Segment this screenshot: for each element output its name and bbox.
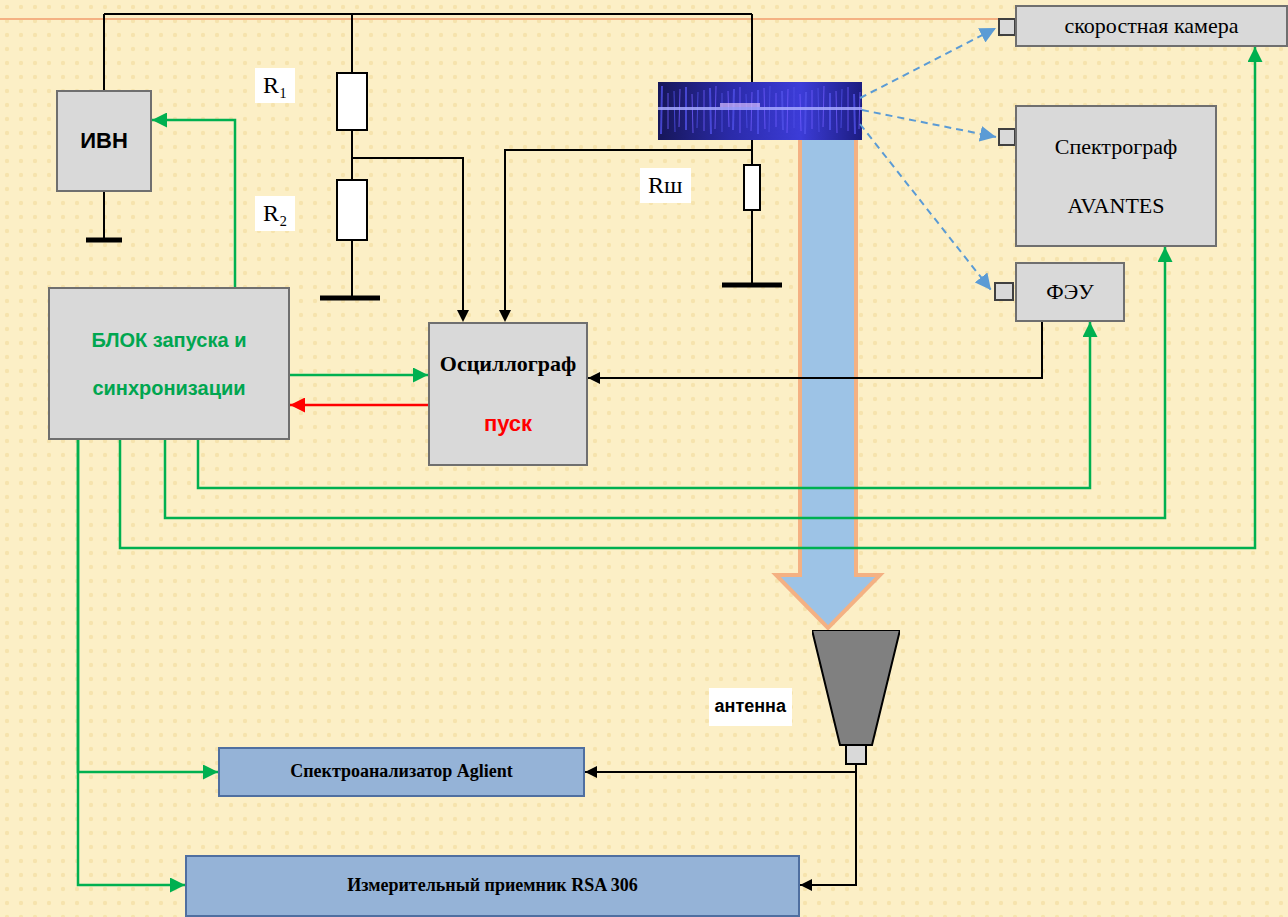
discharge-streak bbox=[722, 93, 723, 132]
discharge-channel bbox=[658, 107, 862, 110]
horn-shape bbox=[812, 630, 900, 745]
wire bbox=[351, 240, 353, 298]
arrowhead bbox=[499, 310, 511, 322]
wire bbox=[351, 130, 353, 180]
box-label: Спектрограф AVANTES bbox=[1036, 117, 1196, 236]
wire bbox=[751, 140, 753, 165]
sensor-input bbox=[999, 129, 1015, 145]
discharge-streak bbox=[823, 86, 824, 127]
probe-wire bbox=[505, 150, 752, 312]
discharge-streak bbox=[710, 88, 711, 134]
photomultiplier-box: ФЭУ bbox=[1015, 262, 1125, 322]
box-label: Спектроанализатор Aglient bbox=[290, 761, 513, 783]
discharge-streak bbox=[782, 91, 783, 130]
discharge-streak bbox=[674, 91, 675, 132]
box-label: Осциллограф bbox=[440, 351, 576, 377]
wire bbox=[103, 14, 105, 90]
spectrograph-box: Спектрограф AVANTES bbox=[1015, 105, 1217, 247]
resistor-symbol bbox=[337, 180, 367, 240]
resistor-label: R₁ bbox=[255, 68, 295, 103]
discharge-streak bbox=[787, 89, 788, 133]
ground-symbol bbox=[320, 296, 380, 301]
control-unit-box: БЛОК запуска и синхронизации bbox=[48, 287, 290, 440]
discharge-streak bbox=[757, 90, 759, 134]
discharge-streak bbox=[836, 91, 837, 133]
discharge-spot bbox=[720, 103, 760, 107]
signal-connector bbox=[78, 440, 185, 885]
bus-wire bbox=[104, 13, 752, 15]
signal-connector bbox=[585, 765, 856, 772]
shunt-resistor-symbol bbox=[744, 165, 760, 210]
wire bbox=[751, 14, 753, 82]
antenna-outline bbox=[812, 630, 900, 765]
discharge-streak bbox=[704, 90, 705, 131]
power-supply-box: ИВН bbox=[56, 90, 152, 192]
ground-symbol bbox=[86, 238, 122, 243]
signal-connector bbox=[78, 440, 218, 772]
discharge-streak bbox=[751, 92, 752, 131]
discharge-streak bbox=[692, 94, 693, 133]
arrowhead bbox=[457, 310, 469, 322]
box-label: БЛОК запуска и синхронизации bbox=[69, 316, 269, 412]
discharge-streak bbox=[800, 94, 801, 131]
discharge-streak bbox=[829, 93, 831, 130]
horn-antenna: антенна bbox=[812, 630, 900, 765]
probe-wire bbox=[352, 158, 463, 312]
signal-connector bbox=[290, 374, 428, 377]
sensor-input bbox=[999, 19, 1015, 35]
discharge-streak bbox=[746, 94, 747, 128]
shunt-label: Rш bbox=[640, 168, 691, 203]
camera-box: скоростная камера bbox=[1015, 5, 1288, 47]
signal-connector bbox=[152, 120, 235, 287]
receiver-box: Измерительный приемник RSA 306 bbox=[185, 855, 800, 917]
signal-connector bbox=[120, 47, 1255, 548]
light-path bbox=[860, 124, 991, 290]
light-path bbox=[860, 28, 996, 98]
box-label: ИВН bbox=[80, 128, 128, 154]
oscilloscope-box: Осциллограф пуск bbox=[428, 322, 588, 466]
ground-symbol bbox=[722, 283, 782, 288]
wire bbox=[103, 192, 105, 240]
box-label: ФЭУ bbox=[1046, 279, 1093, 305]
antenna-connector bbox=[846, 745, 866, 764]
signal-connector bbox=[290, 404, 428, 407]
discharge-image bbox=[658, 82, 862, 140]
wire bbox=[751, 210, 753, 285]
discharge-streak bbox=[805, 92, 806, 134]
box-label: пуск bbox=[484, 411, 532, 437]
discharge-streak bbox=[668, 93, 669, 129]
box-label: Измерительный приемник RSA 306 bbox=[347, 875, 638, 897]
signal-connector bbox=[165, 247, 1165, 518]
signal-connector bbox=[588, 322, 1042, 378]
spectrum-analyzer-box: Спектроанализатор Aglient bbox=[218, 747, 585, 797]
wire bbox=[351, 14, 353, 73]
signal-connector bbox=[198, 322, 1090, 488]
resistor-label: R₂ bbox=[255, 196, 295, 231]
light-path bbox=[862, 110, 996, 137]
sensor-input bbox=[995, 283, 1013, 300]
box-label: скоростная камера bbox=[1065, 13, 1239, 39]
discharge-photo bbox=[658, 82, 862, 140]
discharge-streak bbox=[854, 94, 855, 134]
signal-connector bbox=[800, 765, 856, 885]
resistor-symbol bbox=[337, 73, 367, 130]
antenna-label: антенна bbox=[709, 688, 792, 726]
